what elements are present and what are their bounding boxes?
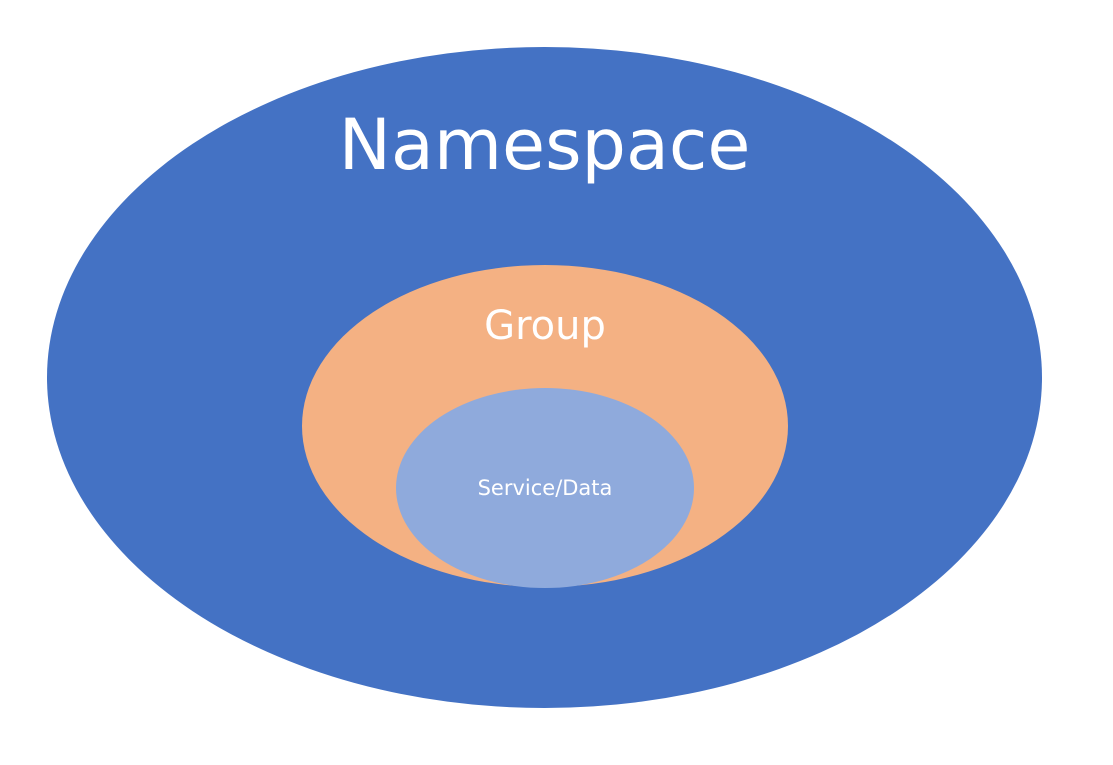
group-label: Group <box>484 303 606 349</box>
service-data-ellipse: Service/Data <box>396 388 694 588</box>
namespace-label: Namespace <box>338 104 751 186</box>
service-data-label: Service/Data <box>477 476 613 500</box>
